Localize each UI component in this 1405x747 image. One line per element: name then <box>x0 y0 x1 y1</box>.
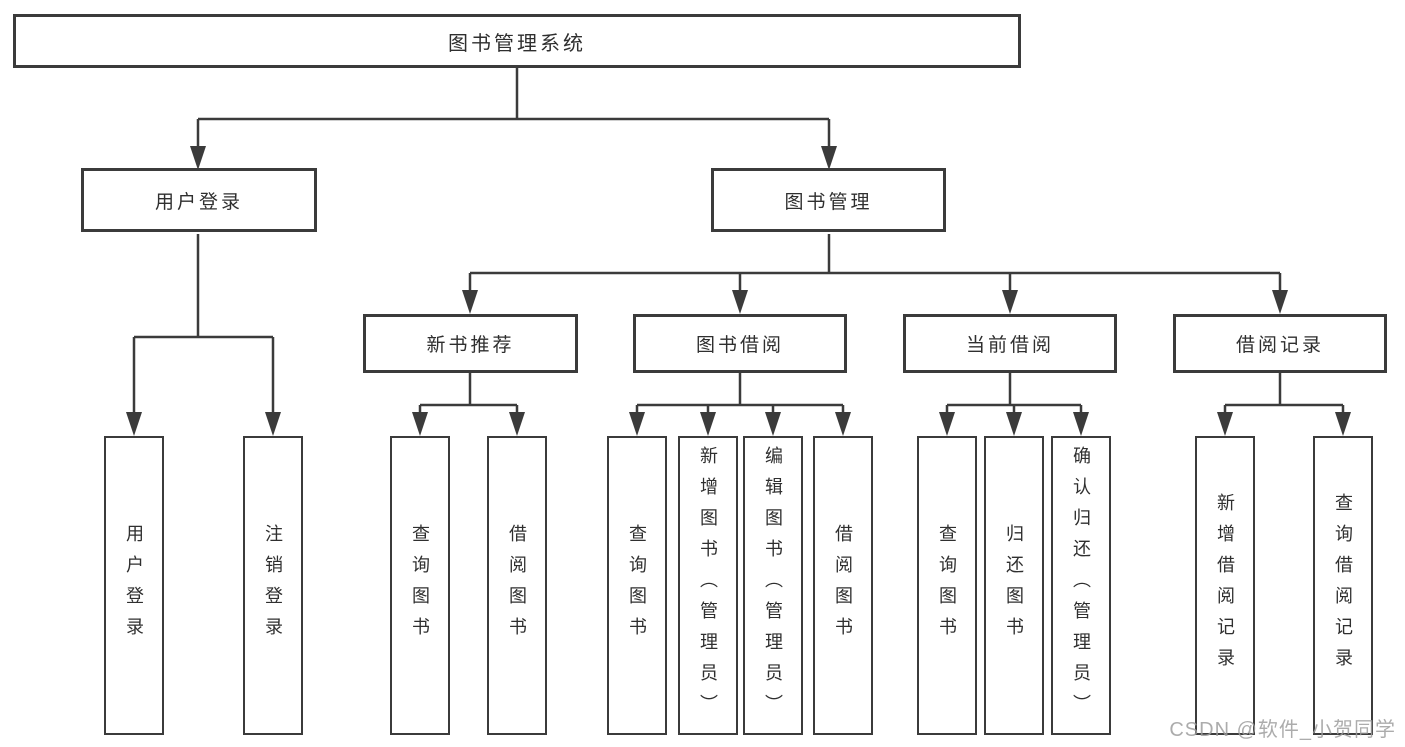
node-new-book-recommendation: 新书推荐 <box>363 314 578 373</box>
leaf-return-books: 归还图书 <box>984 436 1044 735</box>
node-user-login: 用户登录 <box>81 168 317 232</box>
leaf-borrow-books-recommend: 借阅图书 <box>487 436 547 735</box>
node-label: 新增图书（管理员） <box>698 446 718 725</box>
leaf-confirm-return-admin: 确认归还（管理员） <box>1051 436 1111 735</box>
node-library-management-system: 图书管理系统 <box>13 14 1021 68</box>
node-current-borrowing: 当前借阅 <box>903 314 1117 373</box>
leaf-borrow-books: 借阅图书 <box>813 436 873 735</box>
node-label: 查询图书 <box>937 523 957 648</box>
leaf-query-books-borrow: 查询图书 <box>607 436 667 735</box>
leaf-add-books-admin: 新增图书（管理员） <box>678 436 738 735</box>
node-label: 用户登录 <box>124 523 144 648</box>
node-label: 图书管理 <box>784 191 873 213</box>
node-book-management: 图书管理 <box>711 168 946 232</box>
leaf-query-books-recommend: 查询图书 <box>390 436 450 735</box>
leaf-logout-login: 注销登录 <box>243 436 303 735</box>
node-label: 归还图书 <box>1004 523 1024 648</box>
node-label: 编辑图书（管理员） <box>763 446 783 725</box>
leaf-add-borrow-record: 新增借阅记录 <box>1195 436 1255 735</box>
leaf-edit-books-admin: 编辑图书（管理员） <box>743 436 803 735</box>
node-label: 当前借阅 <box>965 335 1054 356</box>
node-label: 用户登录 <box>154 191 243 213</box>
node-label: 查询借阅记录 <box>1333 492 1353 679</box>
node-label: 借阅图书 <box>833 523 853 648</box>
leaf-query-books-current: 查询图书 <box>917 436 977 735</box>
node-book-borrowing: 图书借阅 <box>633 314 847 373</box>
node-label: 新增借阅记录 <box>1215 492 1235 679</box>
csdn-watermark: CSDN @软件_小贺同学 <box>1169 719 1396 741</box>
node-label: 图书借阅 <box>695 335 784 356</box>
node-label: 查询图书 <box>410 523 430 648</box>
node-label: 图书管理系统 <box>448 32 586 55</box>
node-label: 注销登录 <box>263 523 283 648</box>
node-label: 查询图书 <box>627 523 647 648</box>
leaf-query-borrow-record: 查询借阅记录 <box>1313 436 1373 735</box>
leaf-user-login: 用户登录 <box>104 436 164 735</box>
node-label: 确认归还（管理员） <box>1071 446 1091 725</box>
node-label: 借阅图书 <box>507 523 527 648</box>
node-borrowing-records: 借阅记录 <box>1173 314 1387 373</box>
node-label: 新书推荐 <box>426 335 515 356</box>
node-label: 借阅记录 <box>1235 335 1324 356</box>
